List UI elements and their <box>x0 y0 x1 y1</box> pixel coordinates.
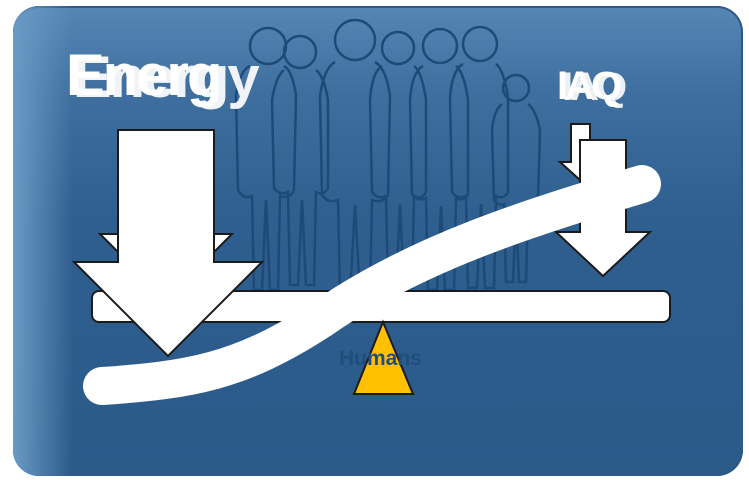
energy-label: Energ <box>66 43 222 108</box>
person-figure <box>408 27 470 292</box>
person-figure <box>318 18 392 297</box>
energy-label-ghost: Energy <box>73 45 260 110</box>
energy-arrow <box>71 129 265 358</box>
person-figure <box>270 34 330 287</box>
humans-label: Humans <box>339 347 422 370</box>
strike-curve <box>83 165 661 405</box>
people-silhouettes <box>234 18 542 297</box>
person-figure <box>368 30 428 290</box>
iaq-label-ghost: IAQ <box>562 65 627 109</box>
card-highlight <box>13 6 73 476</box>
person-figure <box>490 73 542 284</box>
iaq-label: IAQ <box>557 64 622 108</box>
fulcrum-triangle <box>352 319 415 395</box>
person-figure <box>448 25 510 290</box>
